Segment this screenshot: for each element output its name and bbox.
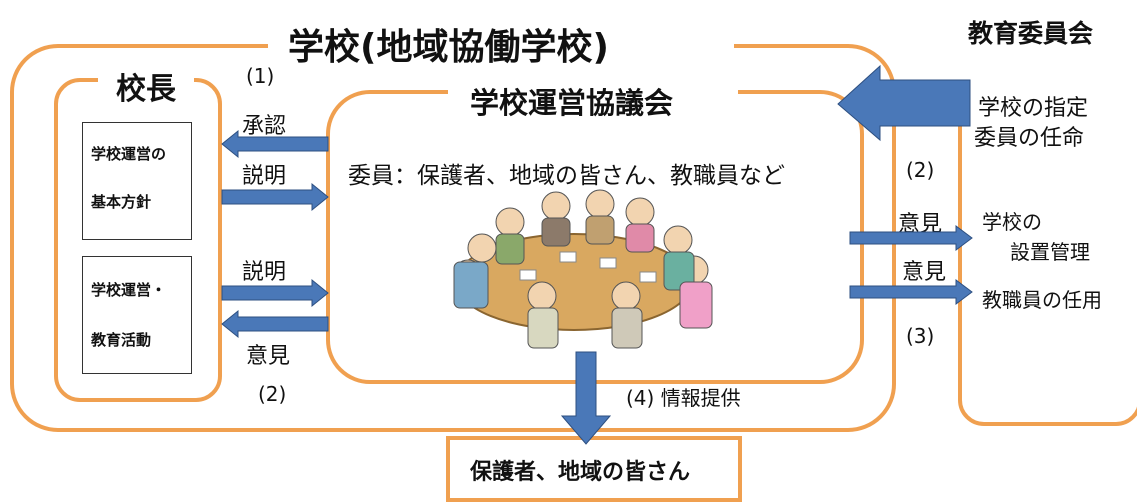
arrow-approve-left [221,129,329,159]
policy-line1: 学校運営の [91,145,167,163]
public-title: 保護者、地域の皆さん [470,460,691,485]
policy-box: 学校運営の 基本方針 [82,122,192,240]
arrow-opinion-right-2 [849,279,973,305]
council-title: 学校運営協議会 [470,86,674,120]
label-num2-right: (2) [906,158,935,182]
arrow-explain-right-2 [221,278,329,308]
council-title-gap [448,78,738,108]
activity-line2: 教育活動 [91,331,152,349]
principal-title: 校長 [116,72,176,107]
label-explain-2: 説明 [242,260,287,285]
board-item-school: 学校の [982,210,1042,234]
arrow-info-down [560,351,612,445]
activity-box: 学校運営・ 教育活動 [82,256,192,374]
label-opinion-left: 意見 [246,344,291,369]
principal-title-gap [98,66,194,96]
label-info: (4) 情報提供 [626,386,741,410]
council-members: 委員：保護者、地域の皆さん、教職員など [348,163,785,189]
school-title: 学校(地域協働学校) [288,27,609,68]
label-opinion-right-2: 意見 [902,260,947,285]
board-item-manage: 設置管理 [1010,240,1090,264]
activity-line1: 学校運営・ [91,281,167,299]
arrow-opinion-left [221,309,329,339]
label-num3: (3) [906,324,935,348]
label-approve: 承認 [242,114,287,139]
board-item-appoint: 委員の任命 [974,126,1085,151]
label-num1: (1) [246,64,275,88]
board-title: 教育委員会 [968,19,1094,48]
board-item-staff: 教職員の任用 [982,288,1102,312]
arrow-explain-right-1 [221,182,329,212]
label-num2-left: (2) [258,382,287,406]
public-frame [446,436,742,502]
policy-line2: 基本方針 [91,193,152,211]
arrow-opinion-right-1 [849,225,973,251]
board-top-gap [950,34,1137,86]
label-explain-1: 説明 [242,164,287,189]
board-item-designate: 学校の指定 [978,96,1089,121]
arrow-board-designate [837,64,971,142]
school-title-gap [268,30,734,60]
